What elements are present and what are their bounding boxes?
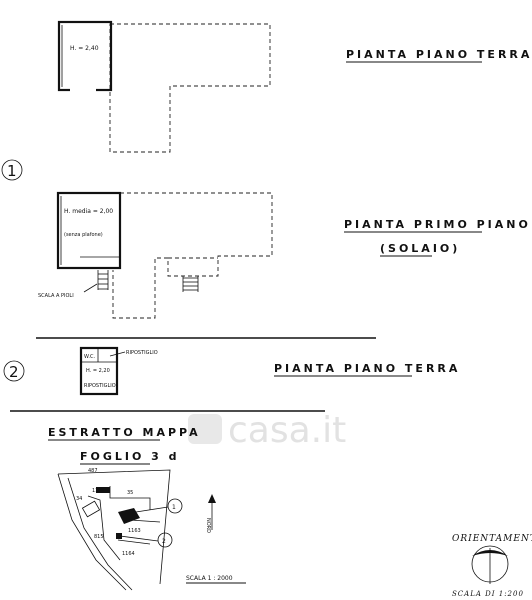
parcel-815: 815 xyxy=(94,534,104,540)
map-marker-2: 2 xyxy=(157,532,173,548)
closet-label-bottom: RIPOSTIGLIO xyxy=(84,383,116,389)
north-arrow-icon xyxy=(208,494,216,530)
sheet-label: FOGLIO 3 d xyxy=(80,450,180,463)
outbuilding-room xyxy=(79,346,119,396)
compass-icon xyxy=(471,545,509,584)
map-building-34 xyxy=(81,500,101,518)
room2-note: (senza plafone) xyxy=(64,232,103,238)
parcel-1163: 1163 xyxy=(128,528,141,534)
ground-floor-outline xyxy=(109,23,271,153)
room1-height: H. = 2,40 xyxy=(70,45,99,52)
section1-title: PIANTA PIANO TERRA xyxy=(346,48,532,61)
map-road-left xyxy=(57,473,127,591)
cadastral-map: 487 1180 35 34 1163 815 1164 1 2 xyxy=(57,468,183,591)
parcel-1164: 1164 xyxy=(122,551,135,557)
watermark-text: casa.it xyxy=(228,410,346,451)
ladder-label: SCALA A PIOLI xyxy=(38,293,74,299)
ladder-arrow xyxy=(83,283,98,293)
parcel-35: 35 xyxy=(127,490,133,496)
first-floor-outline xyxy=(112,192,273,319)
svg-text:2: 2 xyxy=(9,363,19,381)
map-road-inner xyxy=(67,477,133,591)
stairs-icon xyxy=(182,276,199,292)
first-floor-room xyxy=(56,191,122,270)
watermark: casa.it xyxy=(188,410,346,451)
map-marker-1: 1 xyxy=(167,498,183,514)
watermark-house-icon xyxy=(188,414,222,444)
map-boundary-top xyxy=(57,469,171,585)
map-title: ESTRATTO MAPPA xyxy=(48,426,201,439)
ground-floor-room xyxy=(57,20,113,92)
svg-text:1: 1 xyxy=(7,162,17,180)
section2-subtitle: (SOLAIO) xyxy=(380,242,460,255)
wc-label: W.C. xyxy=(84,354,95,360)
section2-title: PIANTA PRIMO PIANO xyxy=(344,218,531,231)
ladder-icon xyxy=(97,270,109,290)
room2-height: H. media = 2,00 xyxy=(64,208,113,215)
section3-marker: 2 xyxy=(3,360,25,382)
section1-marker: 1 xyxy=(1,159,23,181)
north-label: NORD xyxy=(205,518,211,533)
plan-scale: SCALA DI 1:200 xyxy=(452,590,524,598)
first-floor-plan: H. media = 2,00 (senza plafone) SCALA A … xyxy=(38,191,273,319)
svg-text:1: 1 xyxy=(172,504,176,511)
map-building-main xyxy=(118,508,140,524)
parcel-34: 34 xyxy=(76,496,82,502)
room3-height: H. = 2,20 xyxy=(86,368,110,374)
map-scale: SCALA 1 : 2000 xyxy=(186,575,233,582)
parcel-487: 487 xyxy=(88,468,98,474)
closet-label-top: RIPOSTIGLIO xyxy=(126,350,158,356)
map-building-1180 xyxy=(96,487,110,493)
svg-text:2: 2 xyxy=(162,538,166,545)
section3-title: PIANTA PIANO TERRA xyxy=(274,362,460,375)
map-building-1163 xyxy=(116,533,122,539)
ground-floor-plan: H. = 2,40 xyxy=(57,20,271,153)
orientation-label: ORIENTAMENTO xyxy=(452,534,532,544)
parcel-1180: 1180 xyxy=(92,488,105,494)
outbuilding-plan: W.C. RIPOSTIGLIO H. = 2,20 RIPOSTIGLIO xyxy=(79,346,158,396)
